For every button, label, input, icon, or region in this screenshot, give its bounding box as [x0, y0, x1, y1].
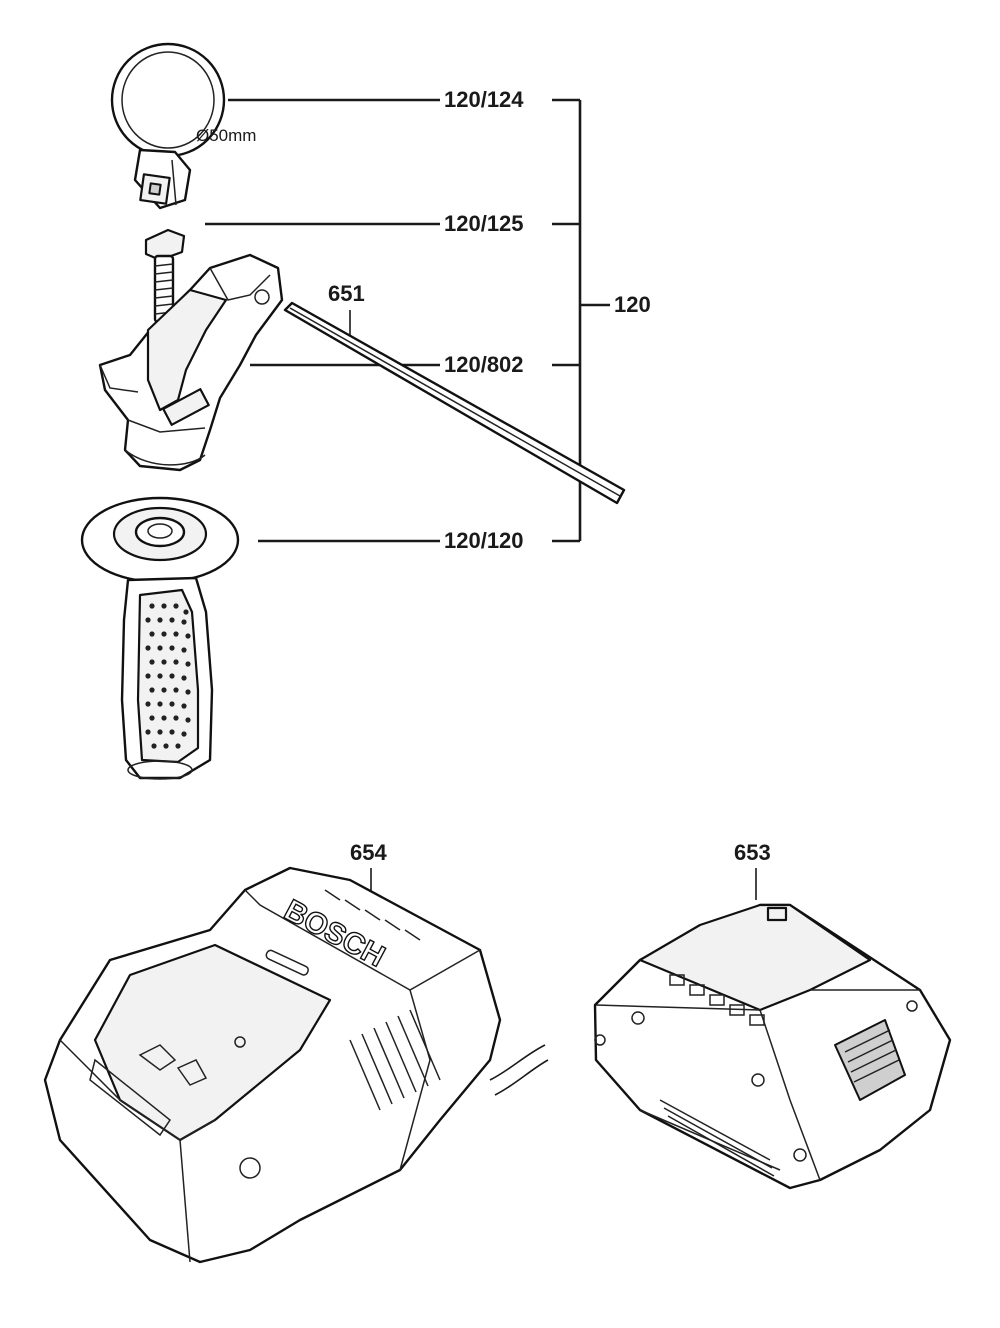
battery-contacts — [669, 974, 765, 1026]
clamp-band — [110, 42, 226, 210]
label-handle-head: 120/802 — [442, 352, 526, 377]
label-charger: 654 — [348, 840, 389, 865]
label-grip: 120/120 — [442, 528, 526, 553]
grip-texture — [145, 603, 191, 749]
handle-head — [98, 253, 284, 472]
depth-rod — [283, 301, 626, 505]
side-grip — [80, 496, 240, 780]
charger-top-slots — [324, 889, 421, 941]
battery-vent-lines — [844, 1029, 900, 1083]
screw — [144, 228, 186, 324]
diameter-note: Ø50mm — [196, 126, 257, 145]
battery-charger: BOSCH — [43, 866, 549, 1264]
label-clamp-band: 120/124 — [442, 87, 526, 112]
label-rod: 651 — [326, 281, 367, 306]
label-assembly: 120 — [612, 292, 653, 317]
label-screw: 120/125 — [442, 211, 526, 236]
label-battery: 653 — [732, 840, 773, 865]
charger-vents — [349, 1009, 441, 1111]
battery-pack — [593, 903, 952, 1190]
battery-side-ribs — [659, 1099, 775, 1177]
